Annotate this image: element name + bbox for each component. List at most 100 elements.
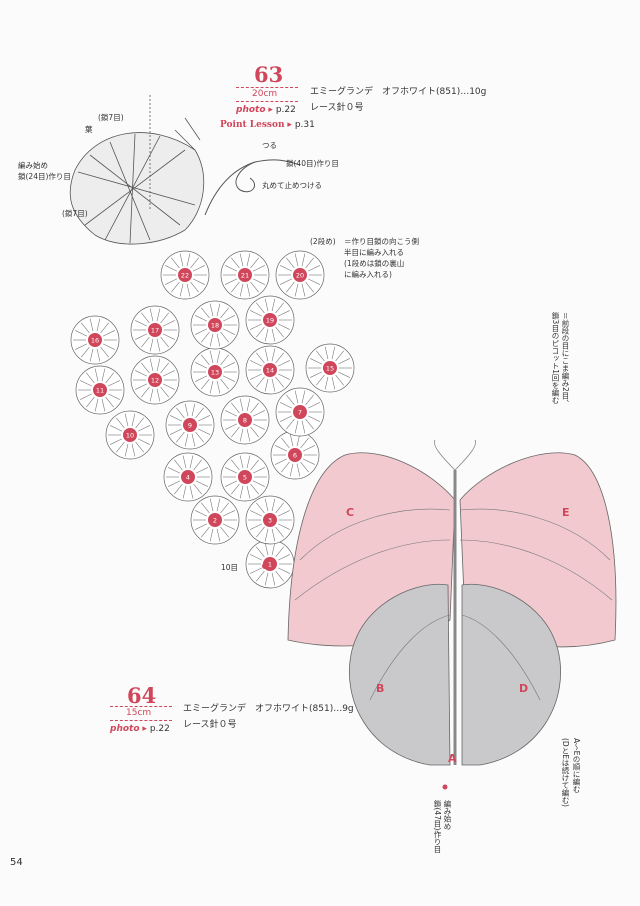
grape-motif: 7 [275, 387, 325, 437]
grape-stitch [192, 265, 205, 272]
pattern64-needle: レース針０号 [183, 720, 237, 730]
grape-stitch [286, 394, 295, 406]
grape-stitch [256, 526, 265, 538]
grape-stitch [277, 323, 290, 330]
grape-motif: 14 [245, 345, 295, 395]
grape-stitch [201, 502, 210, 514]
grape-stitch [182, 455, 187, 469]
grape-stitch [281, 461, 290, 473]
grape-stitch [264, 298, 269, 312]
annotation-ae-note: A～Eの順に編む (DとEは続けて編む) [561, 738, 581, 807]
grape-stitch [280, 415, 293, 422]
grape-number: 8 [243, 417, 247, 425]
grape-stitch [331, 346, 336, 360]
page-number: 54 [10, 857, 23, 868]
grape-stitch [100, 322, 109, 334]
grape-stitch [225, 265, 238, 272]
pattern63-photo-page: p.22 [275, 105, 296, 115]
grape-stitch [302, 445, 315, 452]
grape-motif: 12 [130, 355, 180, 405]
grape-stitch [271, 378, 276, 392]
grape-center [293, 405, 307, 419]
grape-center [238, 413, 252, 427]
grape-stitch [324, 346, 329, 360]
grape-stitch [331, 376, 336, 390]
annotation-chain40: 鎖(40目)作り目 [286, 159, 339, 168]
grape-motif: 6 [270, 430, 320, 480]
grape-stitch [186, 253, 191, 267]
grape-number: 2 [213, 517, 217, 525]
grape-stitch [256, 352, 265, 364]
grape-stitch [289, 433, 294, 447]
annotation-chain7-bottom: (鎖7目) [62, 209, 88, 218]
grape-motif: 8 [220, 395, 270, 445]
grape-stitch [216, 303, 221, 317]
grape-stitch [222, 362, 235, 369]
grape-stitch [201, 354, 210, 366]
annotation-start-chain24: 編み始め 鎖(24目)作り目 [18, 161, 71, 181]
grape-stitch [137, 425, 150, 432]
grape-stitch [162, 320, 175, 327]
grape-stitch [264, 528, 269, 542]
annotation-tendril: つる [262, 141, 277, 150]
grape-stitch [209, 303, 214, 317]
grape-motif: 4 [163, 452, 213, 502]
grape-stitch [250, 483, 259, 495]
grape-motif: 11 [75, 365, 125, 415]
grape-stitch [239, 485, 244, 499]
grape-motif: 10 [105, 410, 155, 460]
grape-center [293, 268, 307, 282]
grape-motif: 15 [305, 343, 355, 393]
grape-stitch [105, 372, 114, 384]
grape-stitch [239, 428, 244, 442]
grape-stitch [195, 480, 208, 487]
grape-stitch [294, 390, 299, 404]
grape-stitch [231, 281, 240, 293]
grape-stitch [271, 348, 276, 362]
grape-stitch [184, 433, 189, 447]
grape-stitch [201, 307, 210, 319]
grape-stitch [170, 415, 183, 422]
grape-stitch [107, 380, 120, 387]
grape-stitch [75, 343, 88, 350]
grape-stitch [190, 281, 199, 293]
grape-stitch [275, 326, 284, 338]
grape-stitch [302, 458, 315, 465]
grape-stitch [252, 423, 265, 430]
grape-stitch [275, 376, 284, 388]
grape-stitch [195, 510, 208, 517]
grape-stitch [250, 459, 259, 471]
grape-stitch [186, 283, 191, 297]
grape-center [148, 373, 162, 387]
grape-stitch [220, 331, 229, 343]
grape-stitch [286, 257, 295, 269]
grape-stitch [116, 441, 125, 453]
grape-stitch [141, 336, 150, 348]
grape-center [123, 428, 137, 442]
grape-stitch [101, 368, 106, 382]
grape-stitch [225, 410, 238, 417]
grape-stitch [296, 463, 301, 477]
grape-stitch [264, 328, 269, 342]
grape-stitch [190, 257, 199, 269]
grape-stitch [176, 431, 185, 443]
grape-stitch [246, 283, 251, 297]
grape-stitch [286, 281, 295, 293]
grape-stitch [225, 467, 238, 474]
grape-number: 12 [151, 377, 159, 385]
grape-stitch [256, 546, 265, 558]
grape-stitch [201, 331, 210, 343]
grape-stitch [305, 257, 314, 269]
grape-stitch [264, 542, 269, 556]
grape-stitch [195, 375, 208, 382]
grape-stitch [277, 567, 290, 574]
grape-stitch [256, 376, 265, 388]
annotation-leaf: 葉 [85, 125, 93, 134]
grape-motif: 5 [220, 452, 270, 502]
grape-stitch [195, 467, 208, 474]
grape-stitch [307, 415, 320, 422]
grape-number: 1 [268, 561, 272, 569]
grape-stitch [222, 315, 235, 322]
pattern63-photo-label: photo [236, 105, 266, 115]
grape-number: 11 [96, 387, 104, 395]
